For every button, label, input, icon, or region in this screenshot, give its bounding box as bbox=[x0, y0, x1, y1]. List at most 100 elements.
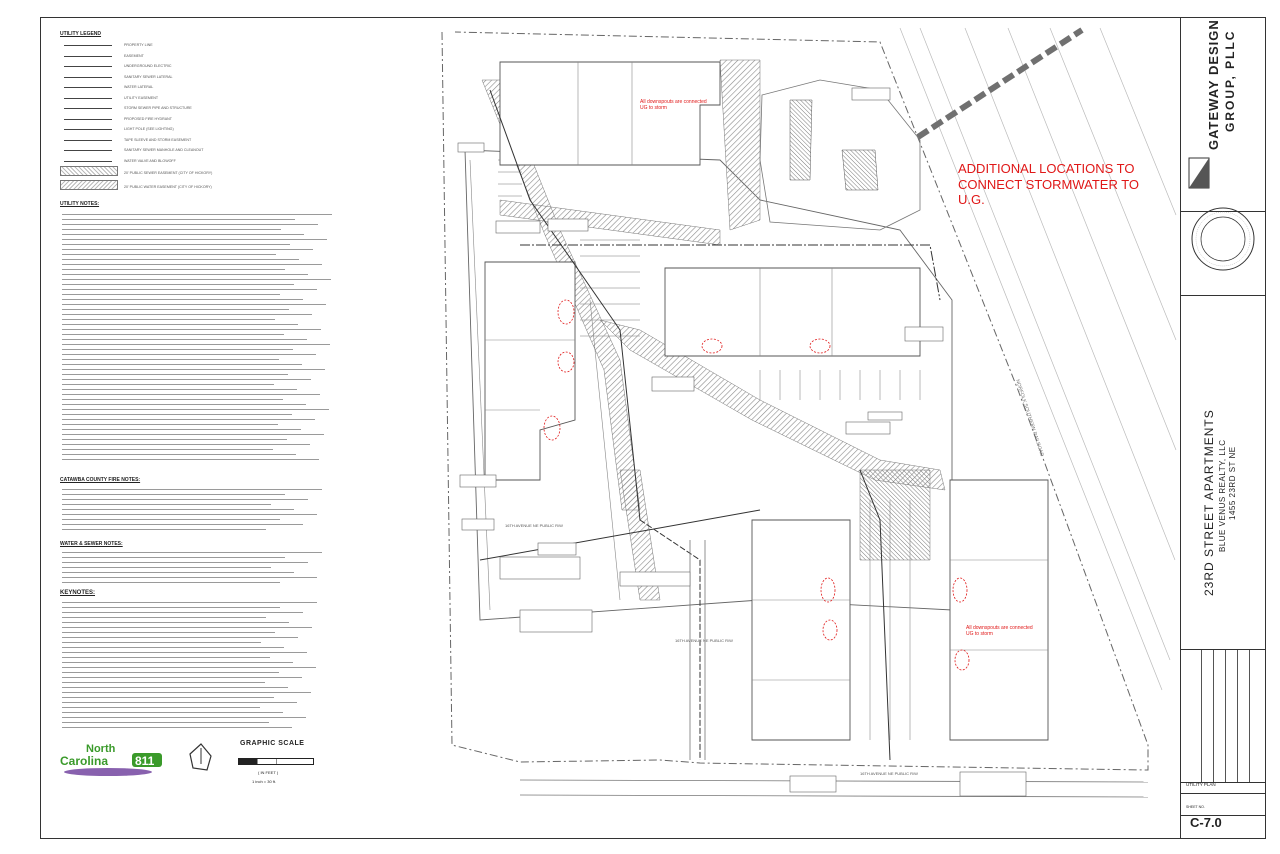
note-text-line bbox=[62, 632, 275, 634]
note-text-line bbox=[62, 349, 293, 351]
note-text-line bbox=[62, 687, 288, 689]
note-text-line bbox=[62, 409, 329, 411]
note-text-line bbox=[62, 274, 308, 276]
legend-symbol bbox=[64, 87, 112, 89]
note-text-line bbox=[62, 552, 322, 554]
note-text-line bbox=[62, 657, 270, 659]
north-arrow-icon bbox=[189, 743, 212, 771]
drawing-sheet bbox=[40, 17, 1266, 839]
note-text-line bbox=[62, 224, 318, 226]
note-text-line bbox=[62, 244, 290, 246]
note-text-line bbox=[62, 449, 273, 451]
note-text-line bbox=[62, 294, 280, 296]
note-text-line bbox=[62, 279, 331, 281]
note-text-line bbox=[62, 429, 301, 431]
building-south bbox=[751, 519, 851, 741]
note-text-line bbox=[62, 727, 292, 729]
note-text-line bbox=[62, 234, 304, 236]
street-label-2: 16TH AVENUE NE PUBLIC R/W bbox=[675, 638, 733, 643]
note-text-line bbox=[62, 299, 303, 301]
note-text-line bbox=[62, 354, 316, 356]
street-label-1: 16TH AVENUE NE PUBLIC R/W bbox=[505, 523, 563, 528]
note-text-line bbox=[62, 662, 293, 664]
legend-item-label: PROPOSED FIRE HYDRANT bbox=[124, 116, 172, 121]
fire-notes-title: CATAWBA COUNTY FIRE NOTES: bbox=[60, 477, 141, 483]
note-text-line bbox=[62, 582, 280, 584]
firm-name-line1: GATEWAY DESIGN bbox=[1206, 19, 1221, 150]
sheet-title: UTILITY PLAN bbox=[1186, 782, 1216, 787]
stormwater-pond bbox=[759, 79, 921, 231]
note-text-line bbox=[62, 529, 266, 531]
note-text-line bbox=[62, 214, 332, 216]
note-text-line bbox=[62, 667, 316, 669]
scale-unit: ( IN FEET ) bbox=[258, 770, 279, 775]
note-text-line bbox=[62, 379, 311, 381]
legend-symbol bbox=[64, 129, 112, 131]
legend-item-label: TAPE SLEEVE AND STORM EASEMENT bbox=[124, 137, 192, 142]
note-text-line bbox=[62, 677, 302, 679]
note-text-line bbox=[62, 334, 284, 336]
note-text-line bbox=[62, 439, 287, 441]
street-label-3: 16TH AVENUE NE PUBLIC R/W bbox=[860, 771, 918, 776]
legend-item-label: LIGHT POLE (SEE LIGHTING) bbox=[124, 127, 174, 131]
downspout-markers bbox=[543, 299, 970, 671]
legend-item-label: STORM SEWER PIPE AND STRUCTURE bbox=[124, 106, 192, 110]
note-text-line bbox=[62, 557, 285, 559]
note-text-line bbox=[62, 489, 322, 491]
downspout-note-east: All downspouts are connected UG to storm bbox=[966, 625, 1033, 637]
legend-item-label: WATER VALVE AND BLOWOFF bbox=[124, 158, 176, 163]
note-text-line bbox=[62, 602, 317, 604]
note-text-line bbox=[62, 269, 285, 271]
legend-symbol bbox=[64, 45, 112, 47]
note-text-line bbox=[62, 404, 306, 406]
note-text-line bbox=[62, 682, 265, 684]
note-text-line bbox=[62, 612, 303, 614]
legend-symbol bbox=[64, 118, 112, 120]
legend-item-label: UNDERGROUND ELECTRIC bbox=[124, 64, 172, 68]
note-text-line bbox=[62, 264, 322, 266]
note-text-line bbox=[62, 359, 279, 361]
keynotes-title: KEYNOTES: bbox=[60, 590, 96, 596]
note-text-line bbox=[62, 494, 285, 496]
note-text-line bbox=[62, 374, 288, 376]
client-name: BLUE VENUS REALTY, LLC bbox=[1218, 439, 1227, 552]
note-text-line bbox=[62, 249, 313, 251]
title-block bbox=[1180, 17, 1266, 839]
note-text-line bbox=[62, 627, 312, 629]
building-west bbox=[484, 261, 576, 481]
building-east bbox=[949, 479, 1049, 741]
legend-symbol bbox=[64, 160, 112, 162]
note-text-line bbox=[62, 454, 296, 456]
svg-text:811: 811 bbox=[135, 754, 155, 768]
legend-symbol bbox=[64, 97, 112, 99]
note-text-line bbox=[62, 707, 260, 709]
gateway-logo-icon bbox=[1188, 157, 1210, 189]
engineer-seal-icon bbox=[1191, 207, 1255, 271]
note-text-line bbox=[62, 459, 319, 461]
sewer-easement-corridor-2 bbox=[719, 59, 761, 231]
note-text-line bbox=[62, 219, 295, 221]
note-text-line bbox=[62, 524, 303, 526]
legend-symbol bbox=[64, 66, 112, 68]
note-text-line bbox=[62, 717, 306, 719]
callout-boxes bbox=[457, 87, 1027, 797]
legend-item-label: UTILITY EASEMENT bbox=[124, 95, 159, 100]
note-text-line bbox=[62, 519, 280, 521]
note-text-line bbox=[62, 239, 327, 241]
note-text-line bbox=[62, 424, 278, 426]
north-carolina-811-logo: North Carolina 811 bbox=[58, 741, 168, 779]
note-text-line bbox=[62, 419, 315, 421]
legend-symbol bbox=[64, 76, 112, 78]
scale-ratio: 1 inch = 30 ft. bbox=[252, 779, 277, 784]
note-text-line bbox=[62, 369, 325, 371]
note-text-line bbox=[62, 384, 274, 386]
note-text-line bbox=[62, 434, 324, 436]
note-text-line bbox=[62, 712, 283, 714]
note-text-line bbox=[62, 647, 284, 649]
building-center bbox=[664, 267, 921, 357]
note-text-line bbox=[62, 229, 281, 231]
note-text-line bbox=[62, 254, 276, 256]
legend-symbol bbox=[64, 139, 112, 141]
sewer-easement-swatch bbox=[60, 166, 118, 176]
legend-title: UTILITY LEGEND bbox=[60, 31, 102, 37]
